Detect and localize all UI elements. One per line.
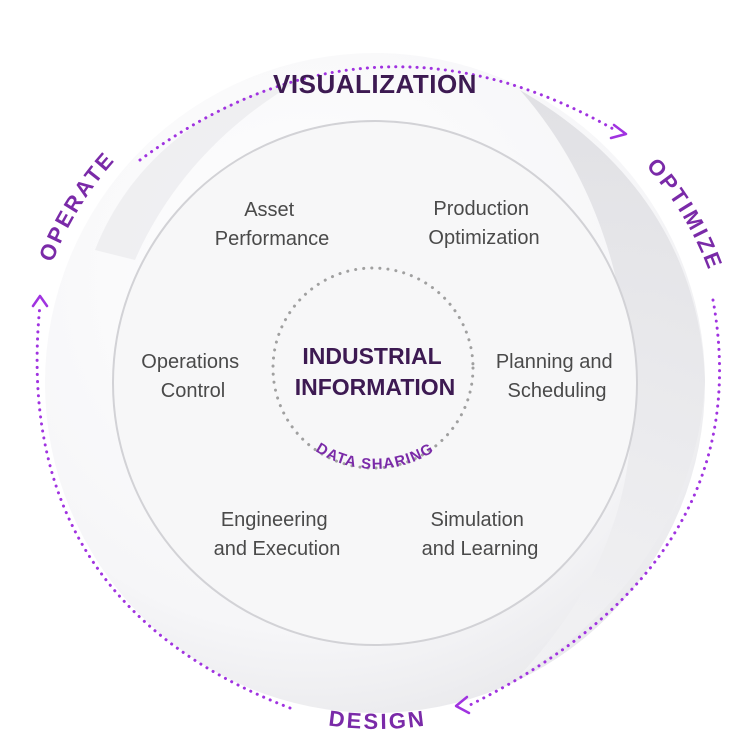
cycle-dotted-arcs (35, 65, 721, 710)
asset-performance-label: Asset Performance (215, 199, 330, 250)
operations-control-label: Operations Control (141, 351, 244, 402)
center-dotted-ring (271, 266, 475, 470)
cycle-arrowheads (31, 123, 628, 715)
arrow-up-icon (31, 294, 49, 308)
design-label: DESIGN (327, 706, 427, 734)
visualization-title: VISUALIZATION (273, 69, 477, 99)
arrow-right-icon (609, 123, 628, 140)
arc-optimize-to-design (468, 298, 721, 707)
arrow-left-icon (454, 695, 471, 715)
engineering-execution-label: Engineering and Execution (214, 509, 341, 560)
arc-design-to-operate (35, 303, 292, 710)
planning-scheduling-label: Planning and Scheduling (496, 351, 618, 402)
inner-circle (112, 120, 638, 646)
production-optimization-label: Production Optimization (428, 198, 539, 249)
arc-visualization-to-optimize (138, 65, 617, 162)
center-title: INDUSTRIAL INFORMATION (295, 343, 456, 400)
simulation-learning-label: Simulation and Learning (422, 509, 539, 560)
